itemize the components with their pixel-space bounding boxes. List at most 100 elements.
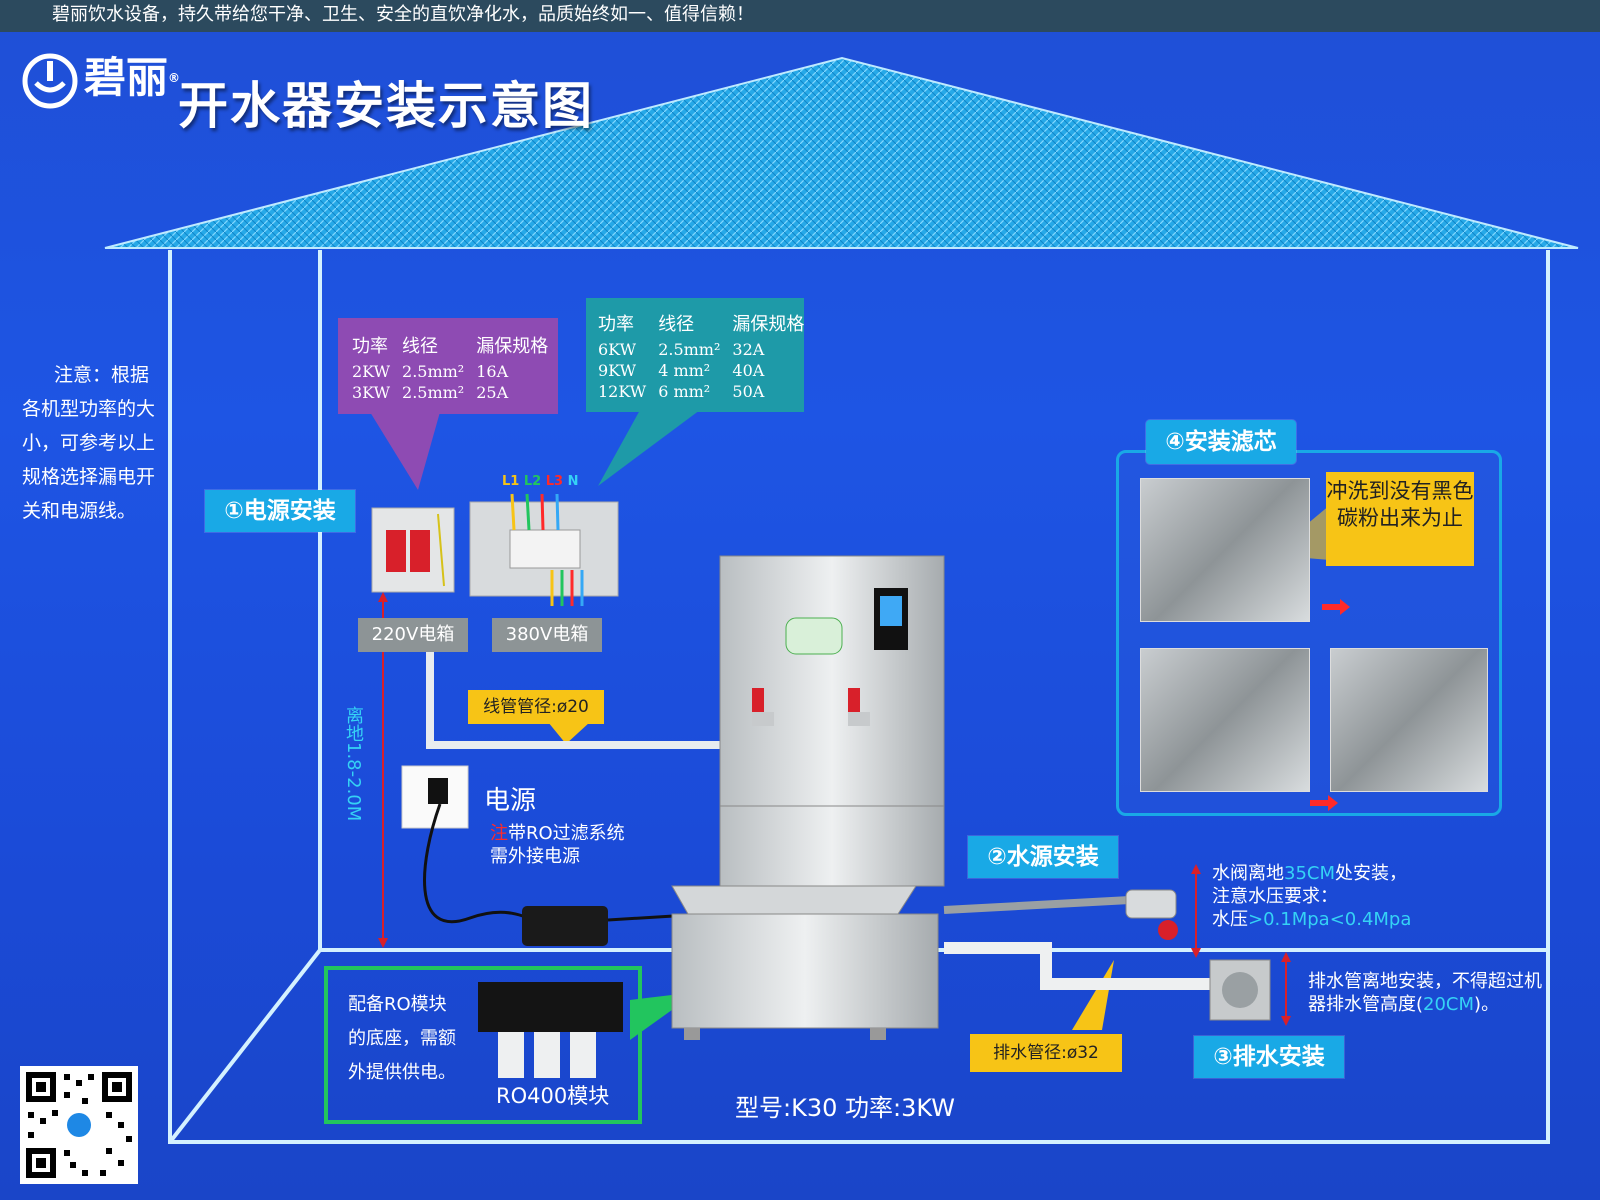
flush-note: 冲洗到没有黑色碳粉出来为止 <box>1326 472 1474 566</box>
breaker-220-right <box>410 530 430 572</box>
top-banner: 碧丽饮水设备，持久带给您干净、卫生、安全的直饮净化水，品质始终如一、值得信赖！ <box>0 0 1600 32</box>
brand-logo: 碧丽® <box>22 48 180 109</box>
ro-module-frame: 配备RO模块的底座，需额外提供供电。 RO400模块 <box>324 966 642 1124</box>
wire-l2 <box>525 493 531 531</box>
wire-n <box>555 493 560 531</box>
drain-pipe-label: 排水管径:ø32 <box>970 1034 1122 1072</box>
spec220-tail <box>370 412 440 490</box>
boiler-badge <box>785 617 843 655</box>
ro-top-plate <box>478 982 623 1032</box>
spec380-cell: 6 mm² <box>658 382 711 401</box>
water-valve <box>1125 889 1177 919</box>
power-note-text: 带RO过滤系统需外接电源 <box>490 823 625 867</box>
step-filter-label: ④安装滤芯 <box>1165 429 1277 455</box>
spec220-cell: 2.5mm² <box>402 383 465 402</box>
step-power-label: ①电源安装 <box>224 498 336 524</box>
spec220-cell: 3KW <box>352 383 391 402</box>
ro-module-label: RO400模块 <box>496 1084 610 1108</box>
step-drain-label: ③排水安装 <box>1213 1044 1325 1070</box>
boiler-base <box>671 913 939 1029</box>
phase-l1-label: L1 <box>502 474 520 489</box>
house-floor-edge <box>168 948 322 1144</box>
height-arrow-bottom <box>378 938 388 948</box>
power-adapter <box>522 906 608 946</box>
roof <box>104 56 1579 249</box>
registered-mark: ® <box>168 71 181 85</box>
drain-height-value: 20CM <box>1423 994 1475 1015</box>
spec380-cell: 50A <box>732 382 765 401</box>
ro-module-note: 配备RO模块的底座，需额外提供供电。 <box>348 994 456 1083</box>
boiler-display-screen <box>880 596 902 626</box>
step-filter-tag: ④安装滤芯 <box>1146 420 1296 464</box>
height-arrow-top <box>378 592 388 602</box>
valve-text: 水阀离地 <box>1212 863 1284 884</box>
phase-l2-label: L2 <box>523 474 542 489</box>
spec380-cell: 4 mm² <box>658 361 711 380</box>
spec220-cell: 2.5mm² <box>402 362 465 381</box>
wire-l1 <box>510 493 516 531</box>
table-row: 9KW 4 mm² 40A <box>598 361 818 382</box>
spec380-header: 线径 <box>658 314 695 335</box>
spec380-cell: 40A <box>732 361 765 380</box>
ro-filter-1 <box>498 1032 524 1078</box>
spec380-header: 漏保规格 <box>732 314 805 335</box>
drain-arrow-top <box>1281 952 1291 962</box>
step-arrow-2 <box>1310 795 1338 811</box>
side-note: 注意：根据各机型功率的大小，可参考以上规格选择漏电开关和电源线。 <box>22 358 162 528</box>
slogan-text: 碧丽饮水设备，持久带给您干净、卫生、安全的直饮净化水，品质始终如一、值得信赖！ <box>52 4 754 25</box>
boiler-foot-right <box>870 1028 886 1040</box>
pressure-range-value: >0.1Mpa<0.4Mpa <box>1248 909 1412 930</box>
water-drop-icon <box>22 53 78 108</box>
spec220-header: 漏保规格 <box>476 336 549 357</box>
valve-text: 处安装， <box>1335 863 1408 884</box>
ro-module-image <box>478 982 623 1078</box>
plug <box>428 778 448 804</box>
valve-arrow-bottom <box>1191 948 1201 958</box>
water-valve-line1: 水阀离地35CM处安装， <box>1212 862 1411 885</box>
filter-photo-flush <box>1140 478 1310 622</box>
spec380-cell: 2.5mm² <box>658 340 721 359</box>
power-note-mark: 注 <box>490 823 508 844</box>
qr-code <box>20 1066 138 1184</box>
breaker-380 <box>509 529 581 569</box>
wire-220-green <box>437 513 445 587</box>
drain-pipe-tail <box>1072 960 1114 1030</box>
valve-knob <box>1158 920 1178 940</box>
side-note-text: 注意：根据各机型功率的大小，可参考以上规格选择漏电开关和电源线。 <box>22 364 156 522</box>
box-220-label: 220V电箱 <box>358 618 468 652</box>
filter-photo-twist <box>1330 648 1488 792</box>
table-row: 12KW 6 mm² 50A <box>598 382 818 403</box>
water-valve-line3: 水压>0.1Mpa<0.4Mpa <box>1212 908 1411 931</box>
spec220-cell: 2KW <box>352 362 391 381</box>
spec220-header: 功率 <box>352 336 388 357</box>
spec380-tail <box>598 410 700 486</box>
conduit-pipe <box>426 650 720 749</box>
water-valve-line2: 注意水压要求： <box>1212 886 1338 907</box>
phase-labels-top: L1 L2 L3 N <box>502 474 579 489</box>
drain-note: 排水管离地安装，不得超过机器排水管高度(20CM)。 <box>1308 970 1544 1016</box>
power-source-title: 电源 <box>484 786 537 816</box>
table-row: 2KW 2.5mm² 16A <box>352 362 562 383</box>
valve-arrow-top <box>1191 864 1201 874</box>
ro-filter-2 <box>534 1032 560 1078</box>
spec380-cell: 12KW <box>598 382 647 401</box>
model-label: 型号:K30 功率:3KW <box>735 1094 955 1122</box>
step-drain-tag: ③排水安装 <box>1194 1036 1344 1078</box>
spec220-cell: 16A <box>476 362 509 381</box>
house-wall-outer <box>168 250 1550 1144</box>
step-arrow-1 <box>1322 599 1350 615</box>
spec380-cell: 32A <box>732 340 765 359</box>
ro-filter-3 <box>570 1032 596 1078</box>
tap-left-spout <box>752 712 774 726</box>
spec380-cell: 9KW <box>598 361 637 380</box>
floor-drain-grate <box>1222 972 1258 1008</box>
